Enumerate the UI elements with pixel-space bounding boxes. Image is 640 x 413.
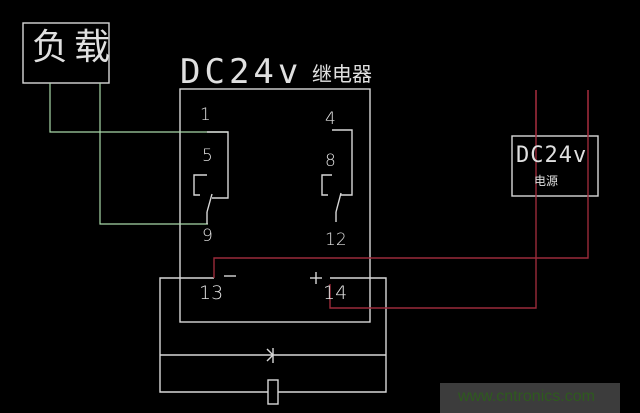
pin-13: 13 bbox=[199, 282, 224, 304]
load-wire-2 bbox=[99, 83, 208, 225]
relay-title-voltage: DC24v bbox=[180, 52, 303, 92]
power-wire-negative bbox=[213, 90, 589, 278]
contact-switch-blade-left bbox=[206, 193, 213, 213]
pin-14: 14 bbox=[323, 282, 348, 304]
contact-nc-mark-right bbox=[321, 174, 332, 196]
pin-9: 9 bbox=[202, 226, 213, 246]
load-box bbox=[22, 22, 110, 84]
load-label: 负载 bbox=[32, 27, 117, 68]
power-supply-label: 电源 bbox=[534, 174, 559, 188]
component-frame bbox=[159, 277, 387, 393]
relay-body bbox=[179, 88, 371, 323]
power-wire-positive bbox=[329, 90, 537, 309]
pin-5: 5 bbox=[202, 146, 213, 166]
load-wire-1 bbox=[49, 83, 228, 133]
capacitor-icon bbox=[267, 379, 279, 405]
relay-title-text: 继电器 bbox=[312, 62, 372, 86]
contact-1-bracket bbox=[207, 131, 229, 199]
contact-4-bracket bbox=[332, 129, 353, 196]
pin-8: 8 bbox=[325, 151, 336, 171]
power-supply-box bbox=[511, 135, 599, 197]
pin-4: 4 bbox=[325, 109, 336, 129]
pin-12: 12 bbox=[325, 230, 347, 250]
contact-nc-mark bbox=[193, 174, 207, 196]
watermark: www.cntronics.com bbox=[440, 383, 620, 413]
diode-icon bbox=[266, 348, 274, 363]
pin-1: 1 bbox=[200, 105, 211, 125]
power-supply-voltage: DC24v bbox=[516, 143, 588, 168]
watermark-text: www.cntronics.com bbox=[458, 388, 595, 405]
contact-switch-blade-right bbox=[335, 192, 342, 213]
